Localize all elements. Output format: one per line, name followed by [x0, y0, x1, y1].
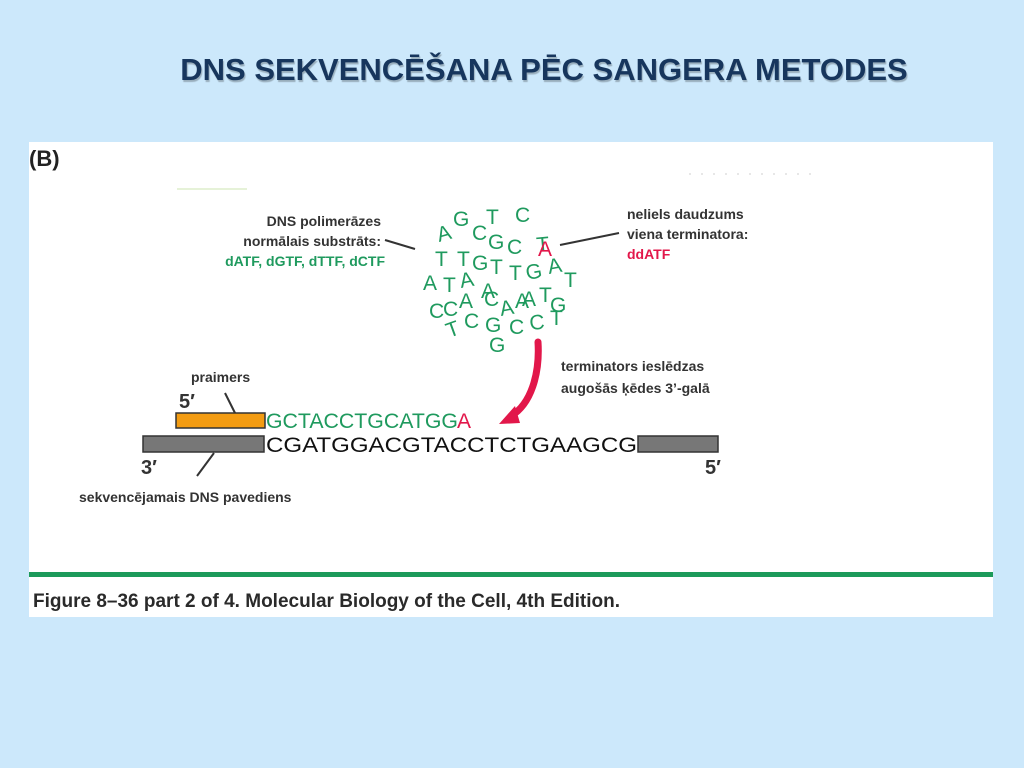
five-prime-end-bottom: 5′: [705, 457, 721, 479]
nucleotide-letter: A: [423, 272, 437, 295]
figure-caption: Figure 8–36 part 2 of 4. Molecular Biolo…: [33, 591, 620, 612]
substrate-label-line2: normālais substrāts:: [243, 233, 381, 249]
nucleotide-letter: T: [535, 233, 550, 257]
nucleotide-letter: A: [546, 254, 564, 279]
terminator-base: A: [457, 410, 471, 433]
nucleotide-letter: G: [550, 294, 566, 317]
terminator-label-line1: neliels daudzums: [627, 206, 744, 222]
terminator-label-line3: ddATF: [627, 246, 671, 262]
template-bar-right: [637, 435, 719, 453]
substrate-pointer-line: [384, 239, 416, 250]
slide-title: DNS SEKVENCĒŠANA PĒC SANGERA METODES: [180, 52, 908, 87]
nucleotide-letter: C: [507, 236, 522, 259]
new-strand-sequence: GCTACCTGCATGG: [266, 410, 458, 433]
caption-rule: [29, 572, 993, 577]
nucleotide-letter: T: [490, 256, 503, 279]
terminator-label-line2: viena terminatora:: [627, 226, 748, 242]
nucleotide-letter: T: [550, 307, 563, 330]
nucleotide-letter: A: [434, 221, 453, 247]
nucleotide-letter: G: [485, 314, 501, 337]
nucleotide-letter: T: [435, 248, 448, 271]
nucleotide-letter: C: [509, 316, 524, 339]
terminator-pointer-line: [559, 232, 620, 246]
template-pointer-line: [196, 452, 215, 477]
nucleotide-letter: C: [443, 298, 458, 321]
nucleotide-letter: A: [515, 290, 529, 313]
nucleotide-letter: T: [457, 248, 470, 271]
sanger-figure: (B) DNS polimerāzes normālais substrāts:…: [29, 142, 993, 617]
primer-label: praimers: [191, 369, 250, 385]
substrate-label-line1: DNS polimerāzes: [267, 213, 382, 229]
three-prime-end-bottom: 3′: [141, 457, 157, 479]
five-prime-end-top: 5′: [179, 391, 195, 413]
nucleotide-letter: A: [522, 288, 536, 311]
nucleotide-letter: G: [489, 334, 505, 357]
nucleotide-letter: T: [486, 206, 499, 229]
primer-bar: [175, 412, 266, 429]
sanger-diagram: (B) DNS polimerāzes normālais substrāts:…: [29, 146, 993, 612]
nucleotide-letter: A: [481, 280, 495, 303]
nucleotide-letter: T: [443, 317, 463, 343]
incorporation-arrowhead: [499, 406, 520, 424]
nucleotide-letter: C: [528, 311, 545, 335]
primer-pointer-line: [224, 392, 236, 414]
substrate-label-line3: dATF, dGTF, dTTF, dCTF: [225, 253, 385, 269]
nucleotide-letter: G: [453, 208, 469, 231]
nucleotide-letter: T: [539, 284, 552, 307]
incorporation-label-line1: terminators ieslēdzas: [561, 358, 704, 374]
nucleotide-letter: A: [498, 296, 516, 321]
nucleotide-letter: C: [429, 300, 444, 323]
nucleotide-letter: T: [509, 262, 522, 285]
nucleotide-letter: G: [472, 252, 488, 275]
incorporation-arrow: [507, 338, 542, 420]
nucleotide-letter: A: [458, 268, 476, 293]
nucleotide-letter: C: [515, 204, 530, 227]
nucleotide-letter: A: [459, 290, 473, 313]
nucleotide-letter: C: [464, 310, 479, 333]
nucleotide-letter: C: [484, 288, 499, 311]
nucleotide-letter: C: [472, 222, 487, 245]
nucleotide-letter: G: [488, 231, 504, 254]
template-bar-left: [142, 435, 265, 453]
nucleotide-letter: G: [524, 259, 544, 284]
nucleotide-letter: T: [443, 274, 456, 297]
terminator-letter: A: [538, 238, 552, 261]
template-label: sekvencējamais DNS pavediens: [79, 489, 292, 505]
template-strand-sequence: CGATGGACGTACCTCTGAAGCG: [266, 434, 637, 457]
nucleotide-letter: T: [564, 269, 577, 292]
panel-label: (B): [29, 146, 60, 171]
incorporation-label-line2: augošās ķēdes 3’-galā: [561, 380, 710, 396]
